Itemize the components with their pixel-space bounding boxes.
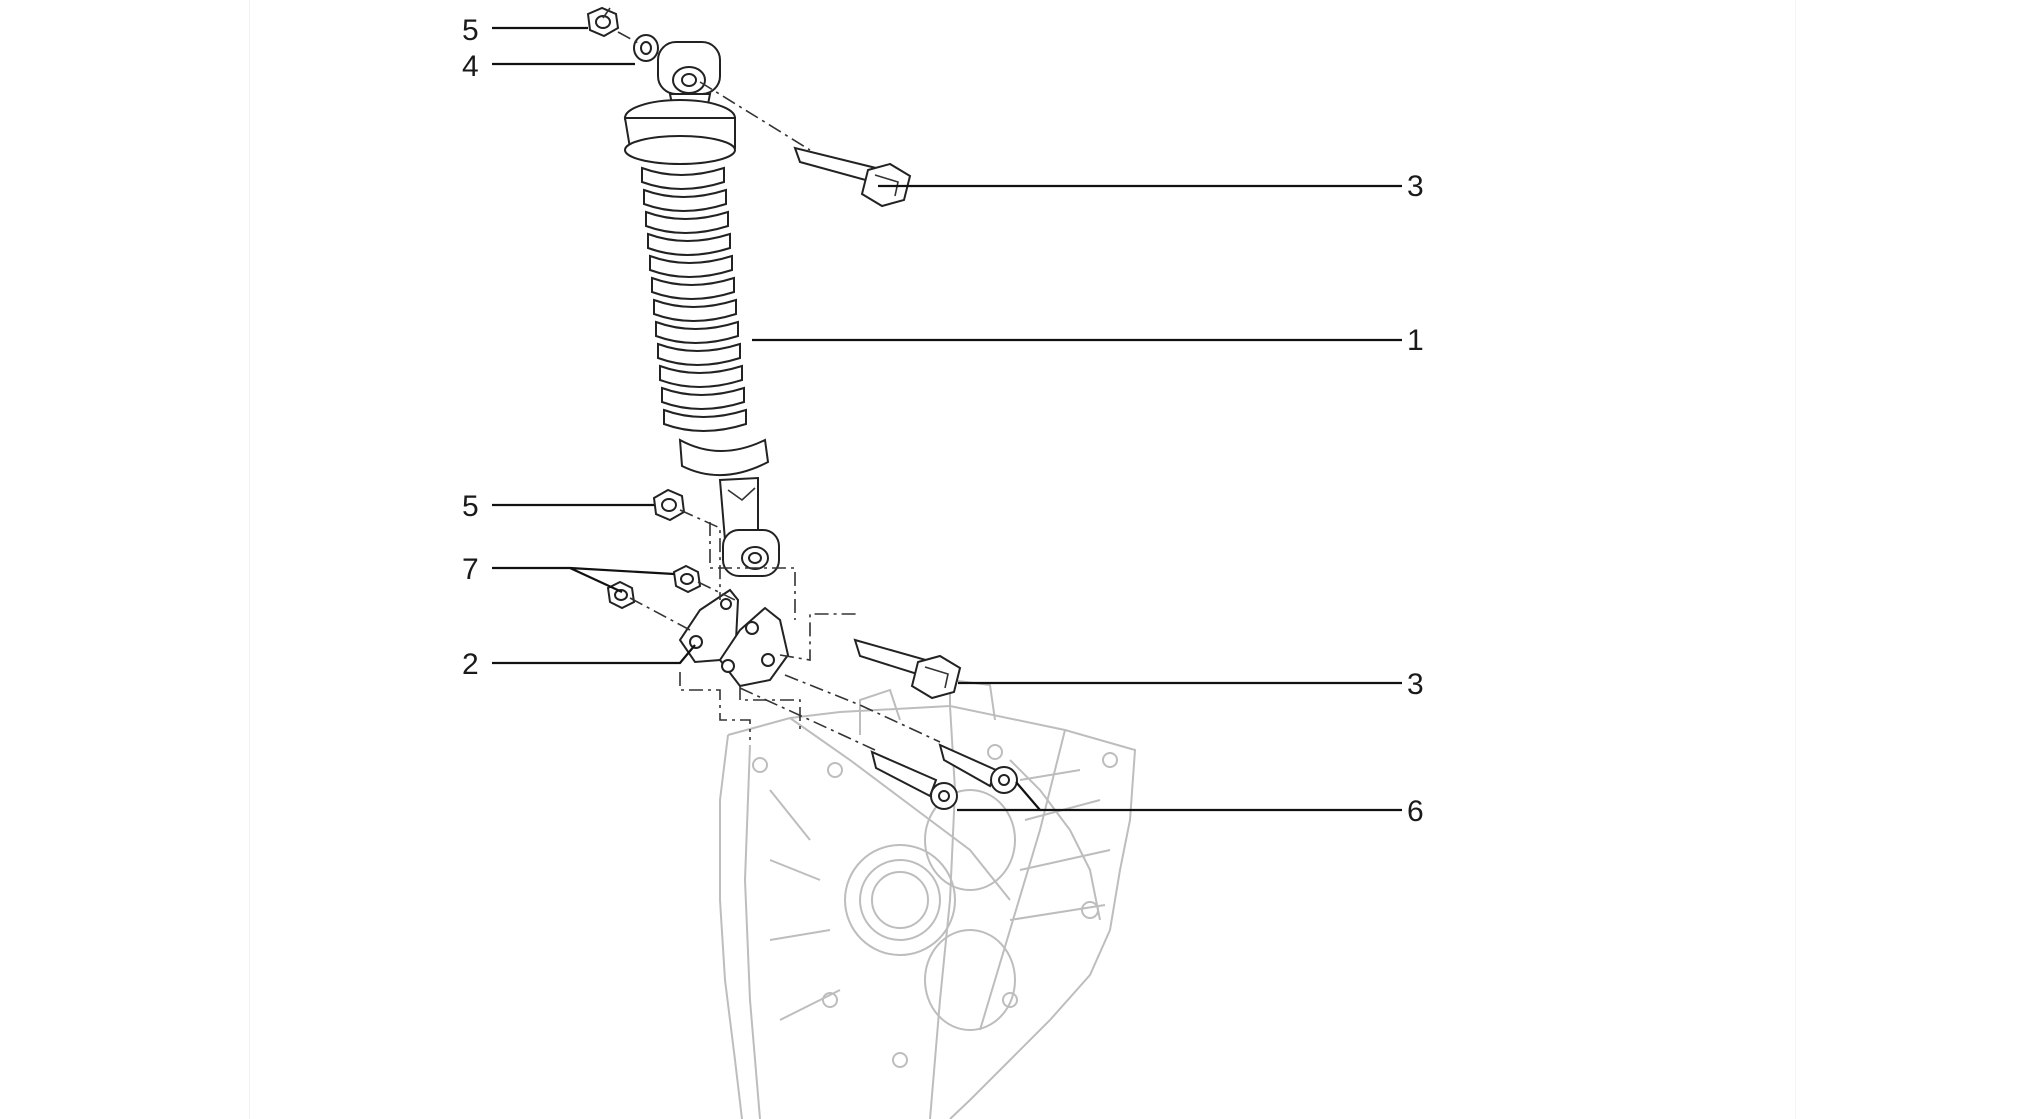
bracket-nut-b <box>606 580 636 610</box>
shock-spring <box>641 166 747 432</box>
callout-5-mid: 5 <box>462 490 479 523</box>
engine-crankcase <box>719 678 1137 1119</box>
leader-lines <box>492 26 1402 812</box>
top-washer <box>633 34 659 62</box>
middle-nut <box>652 488 686 522</box>
callout-2: 2 <box>462 648 479 681</box>
top-nut <box>586 6 620 38</box>
callout-4: 4 <box>462 50 479 83</box>
callout-1: 1 <box>1407 324 1424 357</box>
callout-6: 6 <box>1407 795 1424 828</box>
exploded-parts-diagram: 5 4 3 1 5 7 2 3 6 <box>462 6 1424 1119</box>
bracket-nut-a <box>672 564 702 594</box>
shock-absorber <box>623 41 780 577</box>
callout-5-top: 5 <box>462 14 479 47</box>
mounting-bracket <box>678 588 790 688</box>
diagram-sheet: 5 4 3 1 5 7 2 3 6 <box>250 0 1795 1119</box>
callout-7: 7 <box>462 553 479 586</box>
assembly-lines <box>602 7 941 751</box>
bottom-bolt <box>853 638 962 700</box>
callout-3-bottom: 3 <box>1407 668 1424 701</box>
long-bolts <box>870 743 1018 810</box>
top-bolt <box>793 146 912 208</box>
callouts: 5 4 3 1 5 7 2 3 6 <box>462 14 1424 828</box>
callout-3-top: 3 <box>1407 170 1424 203</box>
